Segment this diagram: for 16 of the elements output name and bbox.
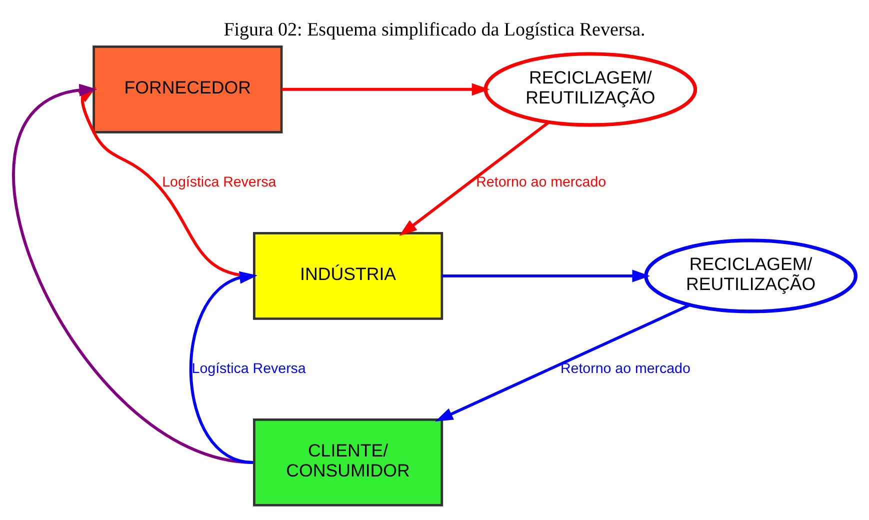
edge-label: Retorno ao mercado <box>560 360 690 376</box>
node-ellipse: RECICLAGEM/ REUTILIZAÇÃO <box>484 52 698 126</box>
diagram-title: Figura 02: Esquema simplificado da Logística Reversa. <box>224 19 646 40</box>
arrow <box>435 303 691 421</box>
arrow <box>190 270 258 464</box>
edge-label: Logística Reversa <box>162 174 276 190</box>
edge-label: Retorno ao mercado <box>476 174 606 190</box>
arrow <box>282 82 490 96</box>
node-box: CLIENTE/ CONSUMIDOR <box>253 418 444 506</box>
edge-label: Logística Reversa <box>192 360 306 376</box>
node-box: INDÚSTRIA <box>253 231 444 320</box>
node-ellipse: RECICLAGEM/ REUTILIZAÇÃO <box>644 238 858 313</box>
arrow <box>13 83 254 464</box>
node-box: FORNECEDOR <box>92 44 283 133</box>
arrow <box>442 269 650 282</box>
arrow <box>399 120 550 236</box>
